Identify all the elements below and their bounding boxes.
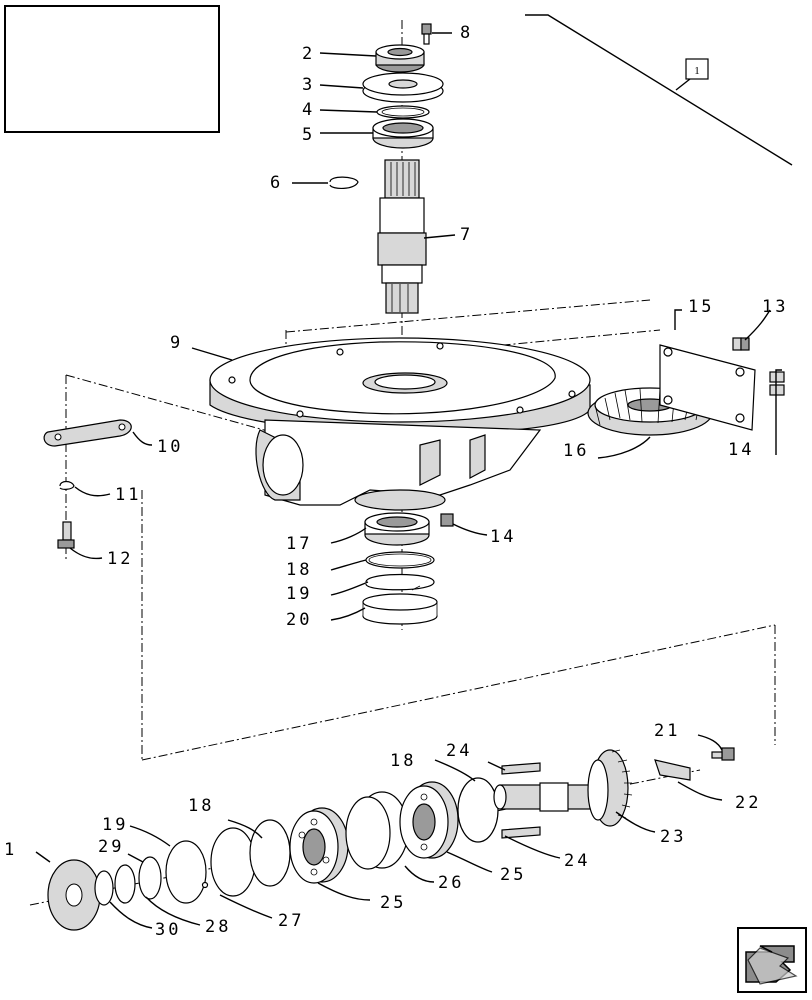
pinion-shaft-part-23 (493, 749, 633, 827)
ring-part-4 (376, 105, 430, 119)
ring-part-27 (210, 827, 256, 897)
callout-13: 13 (762, 297, 788, 317)
callout-24a: 24 (446, 741, 472, 761)
callout-18c: 18 (188, 796, 214, 816)
callout-2: 2 (302, 44, 315, 64)
title-box (4, 5, 220, 133)
callout-18: 18 (286, 560, 312, 580)
next-page-arrow-icon[interactable] (737, 927, 807, 993)
bearing-part-25-left (289, 807, 349, 884)
clip-part-11 (59, 480, 75, 490)
callout-19b: 19 (102, 815, 128, 835)
callout-28: 28 (205, 917, 231, 937)
keys-part-24 (501, 762, 541, 839)
snap-ring-part-19 (365, 573, 435, 591)
clip-part-22 (654, 759, 691, 781)
callout-10: 10 (157, 437, 183, 457)
reference-box-label: 1 (694, 65, 700, 77)
gearbox-housing-part-9 (209, 337, 591, 511)
callout-24b: 24 (564, 851, 590, 871)
callout-22: 22 (735, 793, 761, 813)
callout-29: 29 (98, 837, 124, 857)
snap-ring-part-19b (165, 840, 209, 904)
sleeve-part-26 (345, 791, 409, 870)
callout-16: 16 (563, 441, 589, 461)
callout-19: 19 (286, 584, 312, 604)
callout-12: 12 (107, 549, 133, 569)
ring-part-30 (114, 864, 136, 904)
snap-ring-part-6 (329, 176, 359, 189)
callout-27: 27 (278, 911, 304, 931)
bracket-plate-part-15 (659, 344, 756, 431)
callout-4: 4 (302, 100, 315, 120)
reference-bracket: 1 (525, 14, 793, 166)
callout-25b: 25 (500, 865, 526, 885)
plate-part-10 (43, 419, 132, 447)
ring-part-28 (138, 856, 162, 900)
callout-labels: 2 3 4 5 6 7 8 9 10 11 12 13 14 14 15 16 … (4, 23, 788, 940)
screw-part-12 (57, 521, 75, 549)
shaft-part-7 (377, 159, 427, 314)
ring-part-18 (365, 551, 435, 569)
callout-20: 20 (286, 610, 312, 630)
sleeve-part-20 (362, 593, 438, 625)
callout-6: 6 (270, 173, 283, 193)
callout-7: 7 (460, 225, 473, 245)
callout-1-left: 1 (4, 840, 17, 860)
callout-8: 8 (460, 23, 473, 43)
callout-15: 15 (688, 297, 714, 317)
callout-11: 11 (115, 485, 141, 505)
ring-part-29 (94, 870, 114, 906)
screw-part-8 (421, 23, 432, 45)
leader-lines (35, 32, 782, 929)
callout-3: 3 (302, 75, 315, 95)
bearing-part-25-right (399, 781, 459, 859)
screw-part-13 (732, 337, 750, 351)
callout-21: 21 (654, 721, 680, 741)
callout-9: 9 (170, 333, 183, 353)
callout-14-right: 14 (728, 440, 754, 460)
cover-part-3 (362, 72, 444, 103)
washer-part-31 (47, 859, 101, 931)
callout-25a: 25 (380, 893, 406, 913)
bearing-part-17 (364, 512, 430, 546)
screws-part-14-right (769, 371, 785, 396)
callout-30: 30 (155, 920, 181, 940)
callout-17: 17 (286, 534, 312, 554)
ring-part-18c (457, 777, 499, 843)
screw-part-21 (711, 747, 735, 761)
callout-5: 5 (302, 125, 315, 145)
screw-part-14-lower (440, 513, 454, 527)
ring-part-18b (249, 819, 291, 887)
callout-26: 26 (438, 873, 464, 893)
seal-part-2 (375, 44, 425, 73)
callout-18b: 18 (390, 751, 416, 771)
callout-14-lower: 14 (490, 527, 516, 547)
bearing-part-5 (372, 118, 434, 149)
callout-23: 23 (660, 827, 686, 847)
